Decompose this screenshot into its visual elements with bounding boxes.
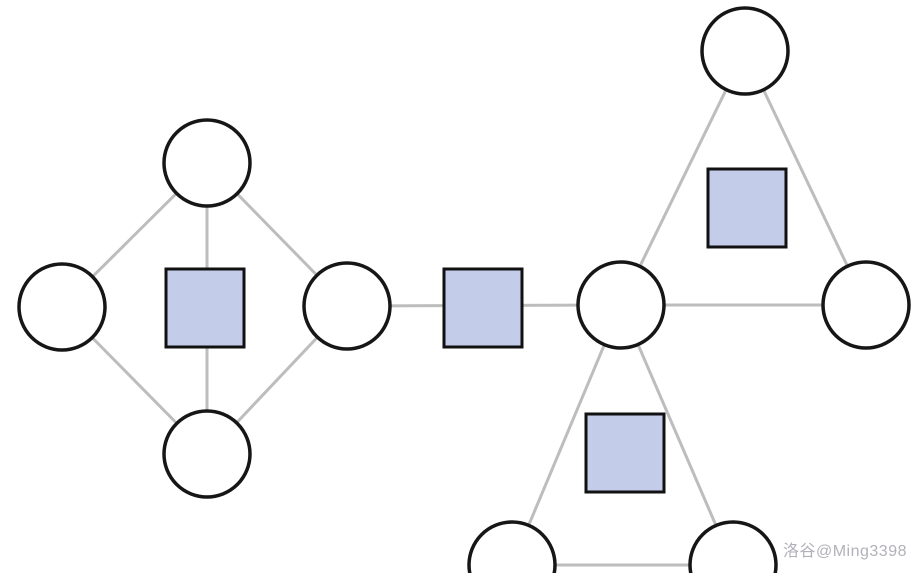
square-upper-triangle [706,167,788,249]
circle-node-right-east [821,260,911,350]
graph-edge-center--bottom-right [619,304,735,566]
circle-node-left-west [17,262,107,352]
circle-node-bottom-right [688,520,778,573]
circle-node-left-east [302,261,392,351]
circle-node-right-top [700,6,790,96]
square-left-cluster [164,267,246,349]
square-lower-triangle [584,412,666,494]
circle-node-center [576,260,666,350]
square-middle-bridge [442,267,524,349]
circle-node-bottom-left [467,520,557,573]
graph-edge-right-top--right-east [743,50,868,306]
circle-node-left-bottom [162,409,252,499]
graph-edge-center--bottom-left [510,304,623,566]
graph-edge-right-top--center [619,50,747,306]
circle-node-left-top [162,118,252,208]
watermark: 洛谷@Ming3398 [782,543,907,560]
